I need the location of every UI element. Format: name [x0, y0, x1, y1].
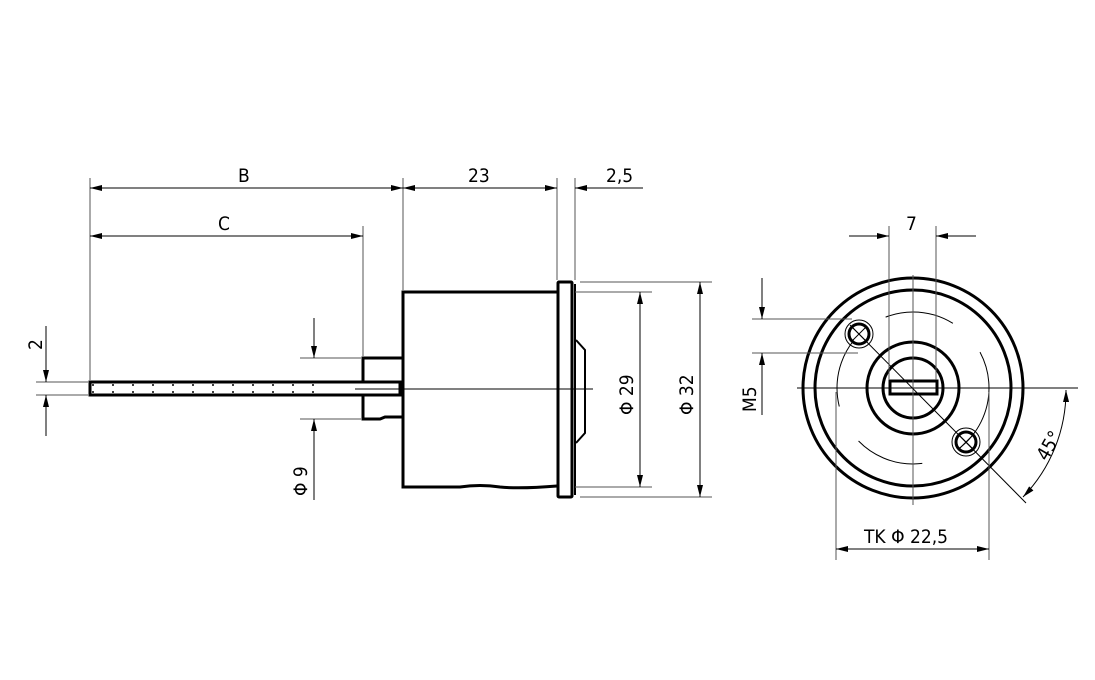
- dim-angle-label: 45°: [1032, 427, 1066, 464]
- dim-shaft-width-label: 2: [25, 339, 47, 350]
- dim-flange-thickness-label: 2,5: [606, 165, 633, 187]
- dim-slot-width-label: 7: [906, 213, 917, 235]
- dim-C-label: C: [218, 213, 230, 235]
- side-view: B C 23 2,5 2 Φ 9 Φ 29 Φ 32: [25, 165, 712, 500]
- dim-bolt-circle-label: TK Φ 22,5: [863, 526, 948, 548]
- dim-body-diameter-label: Φ 29: [616, 374, 638, 415]
- dim-collar-diameter-label: Φ 9: [290, 466, 312, 496]
- dim-B-label: B: [238, 165, 250, 187]
- front-view: 7 M5 TK Φ 22,5 45°: [739, 213, 1078, 560]
- shaft: [88, 380, 402, 397]
- dim-flange-diameter-label: Φ 32: [676, 374, 698, 415]
- dim-thread-label: M5: [739, 386, 761, 412]
- front-boss: [575, 339, 586, 444]
- dim-body-length-label: 23: [468, 165, 490, 187]
- motor-body: [401, 290, 558, 490]
- collar: [361, 356, 403, 421]
